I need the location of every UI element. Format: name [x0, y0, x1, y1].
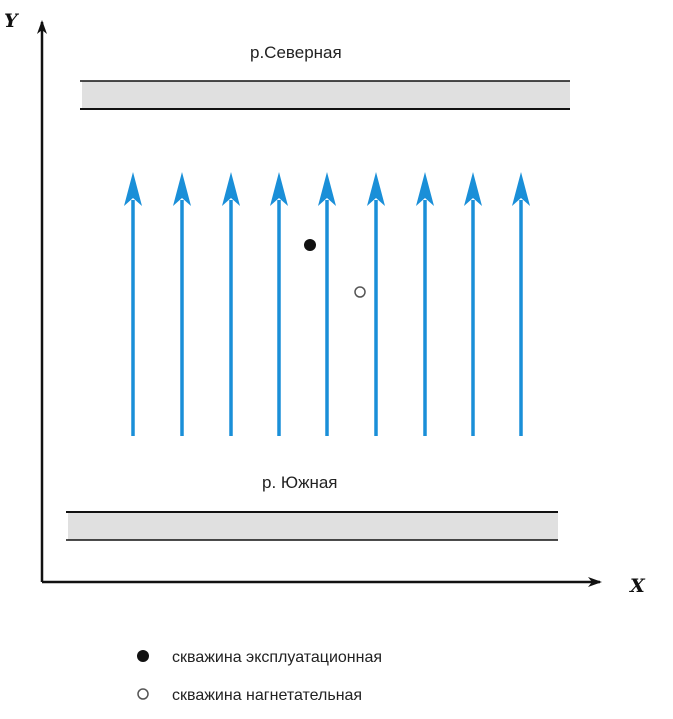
flow-arrow-head	[464, 172, 482, 206]
north-river-label: р.Северная	[250, 43, 342, 62]
y-axis-label: Y	[4, 10, 20, 32]
north-river	[82, 81, 570, 109]
flow-arrow	[416, 172, 434, 436]
flow-arrow-head	[416, 172, 434, 206]
flow-arrow	[318, 172, 336, 436]
flow-arrow-head	[512, 172, 530, 206]
flow-arrow-head	[367, 172, 385, 206]
flow-arrow	[367, 172, 385, 436]
flow-arrow	[173, 172, 191, 436]
legend-production-label: скважина эксплуатационная	[172, 649, 382, 666]
flow-arrow	[270, 172, 288, 436]
flow-arrow	[124, 172, 142, 436]
legend-injection-marker	[137, 688, 149, 700]
flow-arrow	[464, 172, 482, 436]
south-river	[68, 512, 558, 540]
flow-arrow-head	[270, 172, 288, 206]
legend-injection-label: скважина нагнетательная	[172, 687, 362, 704]
flow-arrow	[222, 172, 240, 436]
production-well	[304, 239, 316, 251]
south-river-label: р. Южная	[262, 473, 338, 492]
flow-arrow-head	[124, 172, 142, 206]
flow-arrow-head	[222, 172, 240, 206]
injection-well	[354, 286, 366, 298]
legend-production-marker	[137, 650, 149, 662]
x-axis-label: X	[629, 575, 646, 597]
flow-arrow-head	[173, 172, 191, 206]
flow-arrow	[512, 172, 530, 436]
flow-arrow-head	[318, 172, 336, 206]
flow-arrows	[124, 172, 530, 436]
